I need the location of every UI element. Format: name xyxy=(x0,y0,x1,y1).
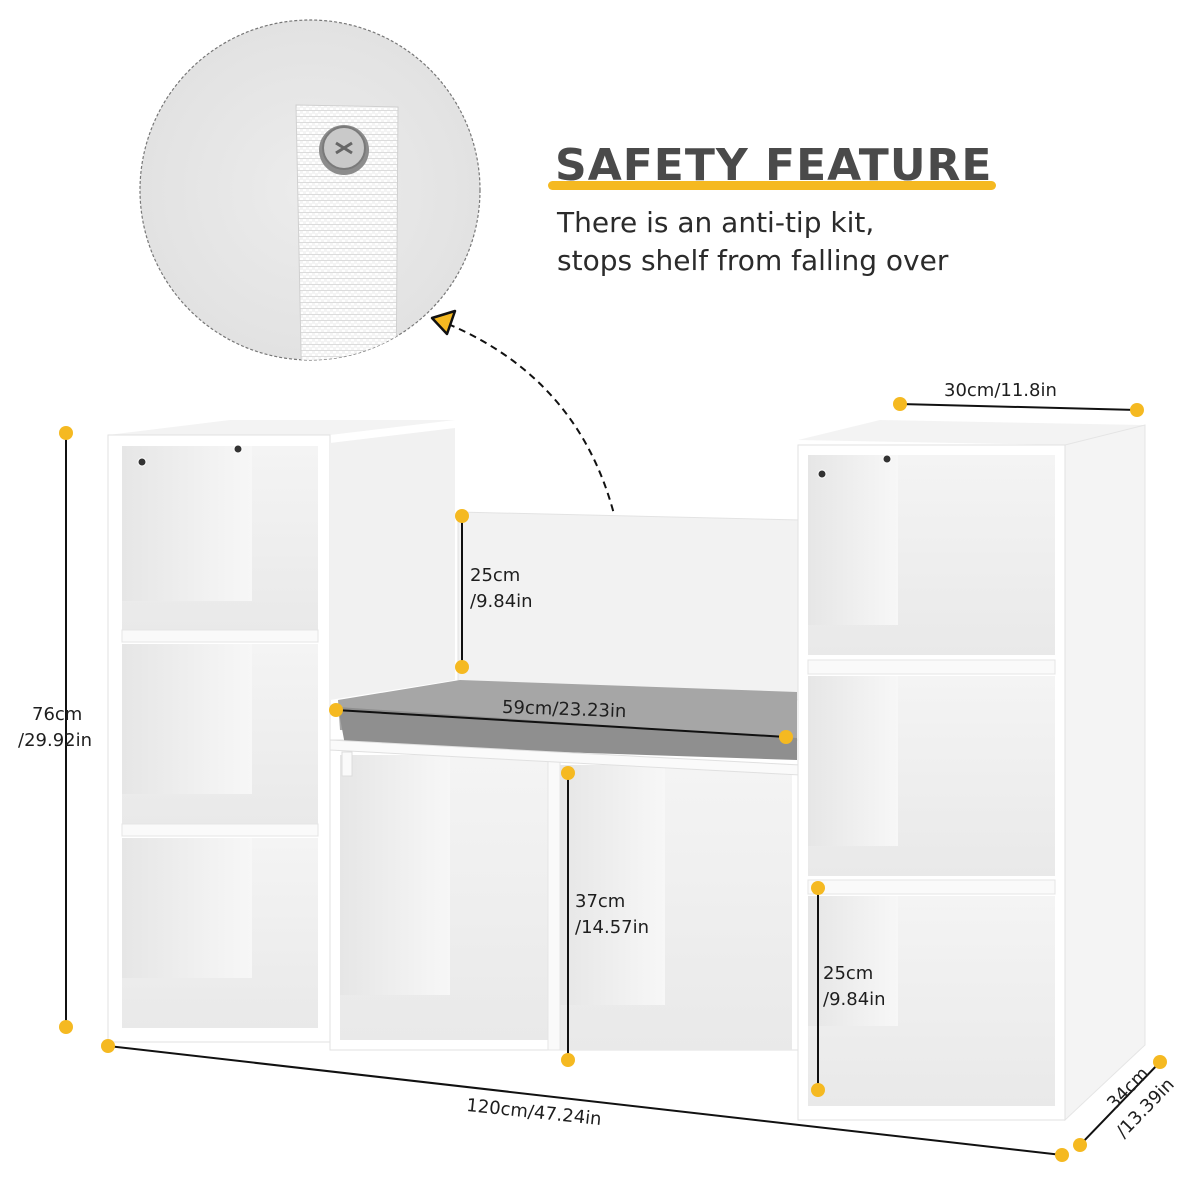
right-bottom-in: /9.84in xyxy=(823,989,886,1010)
height-cm: 76cm xyxy=(32,704,83,725)
left-tower xyxy=(107,420,455,1043)
dimension-lines xyxy=(65,403,1161,1156)
lower-compartment-in: /14.57in xyxy=(575,917,650,938)
right-tower xyxy=(797,420,1146,1122)
description-line-2: stops shelf from falling over xyxy=(557,244,949,277)
backrest-cm: 25cm xyxy=(470,565,521,586)
bench-section xyxy=(329,511,801,1051)
dimension-markers xyxy=(59,397,1167,1162)
height-label: 76cm /29.92in xyxy=(18,702,92,754)
backrest-height-label: 25cm /9.84in xyxy=(470,563,533,615)
safety-feature-title: SAFETY FEATURE xyxy=(555,140,993,191)
arrow-pointer-icon xyxy=(430,309,616,519)
height-in: /29.92in xyxy=(18,730,93,751)
lower-compartment-label: 37cm /14.57in xyxy=(575,889,649,941)
safety-feature-description: There is an anti-tip kit, stops shelf fr… xyxy=(557,204,948,280)
backrest-in: /9.84in xyxy=(470,591,533,612)
description-line-1: There is an anti-tip kit, xyxy=(557,206,875,239)
lower-compartment-cm: 37cm xyxy=(575,891,626,912)
cushion-width-label: 59cm/23.23in xyxy=(501,696,627,723)
right-bottom-cm: 25cm xyxy=(823,963,874,984)
anti-tip-detail-circle xyxy=(139,19,481,361)
title-underline xyxy=(548,181,996,190)
right-bottom-compartment-label: 25cm /9.84in xyxy=(823,961,886,1013)
top-depth-label: 30cm/11.8in xyxy=(944,380,1057,401)
